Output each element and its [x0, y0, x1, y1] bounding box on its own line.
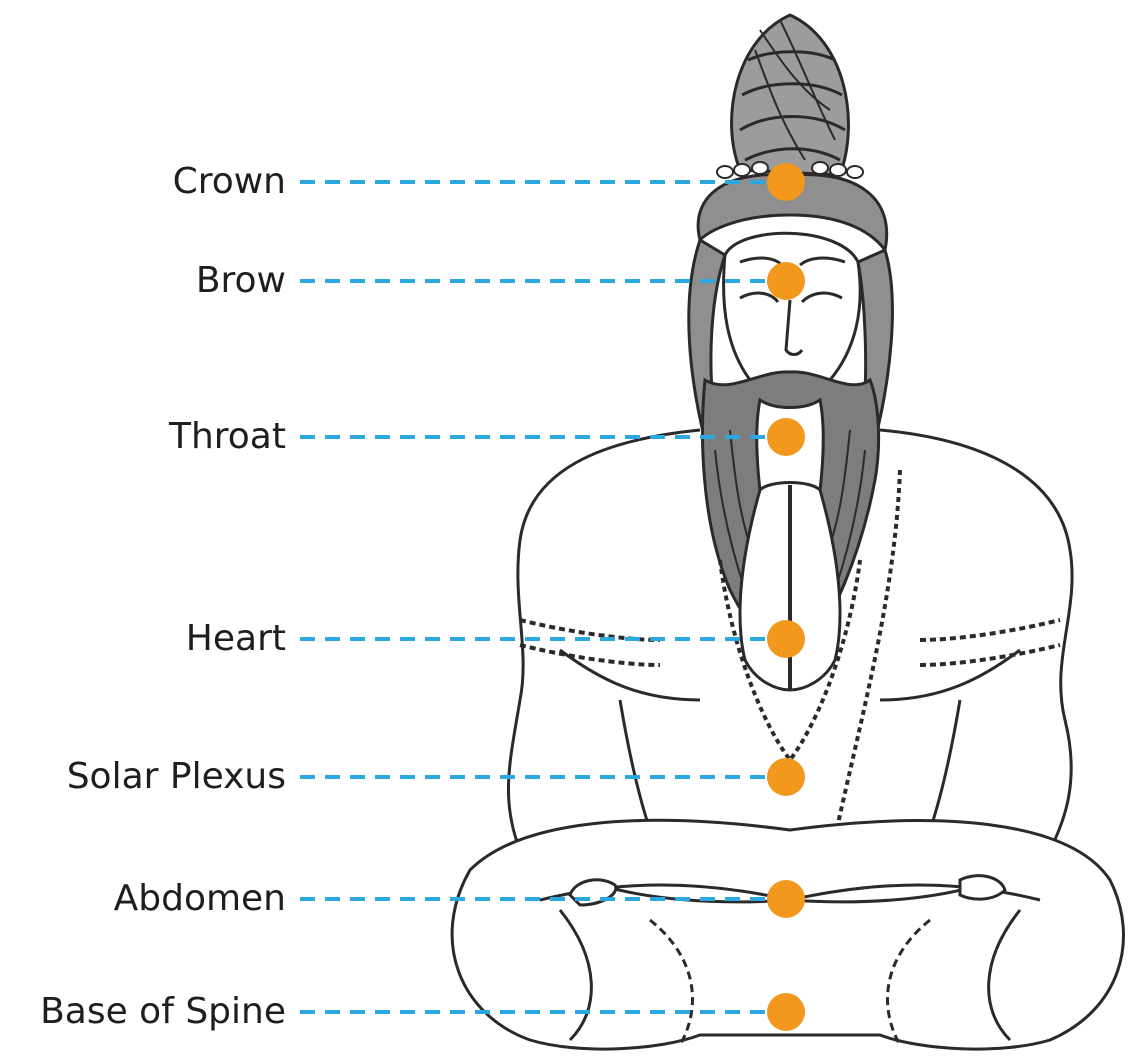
chakra-label-base-of-spine: Base of Spine: [40, 992, 286, 1032]
chakra-dot-abdomen: [767, 880, 805, 918]
chakra-dot-solar-plexus: [767, 758, 805, 796]
chakra-label-solar-plexus: Solar Plexus: [67, 757, 286, 797]
chakra-label-throat: Throat: [169, 417, 286, 457]
hair-topknot: [732, 15, 849, 175]
chakra-dot-throat: [767, 418, 805, 456]
chakra-dot-crown: [767, 163, 805, 201]
chakra-label-abdomen: Abdomen: [114, 879, 286, 919]
chakra-dot-heart: [767, 620, 805, 658]
chakra-label-brow: Brow: [196, 261, 286, 301]
face: [724, 233, 861, 380]
praying-hands: [740, 483, 840, 691]
chakra-dot-brow: [767, 262, 805, 300]
chakra-dot-base-of-spine: [767, 993, 805, 1031]
chakra-label-heart: Heart: [186, 619, 286, 659]
chakra-label-crown: Crown: [173, 162, 286, 202]
